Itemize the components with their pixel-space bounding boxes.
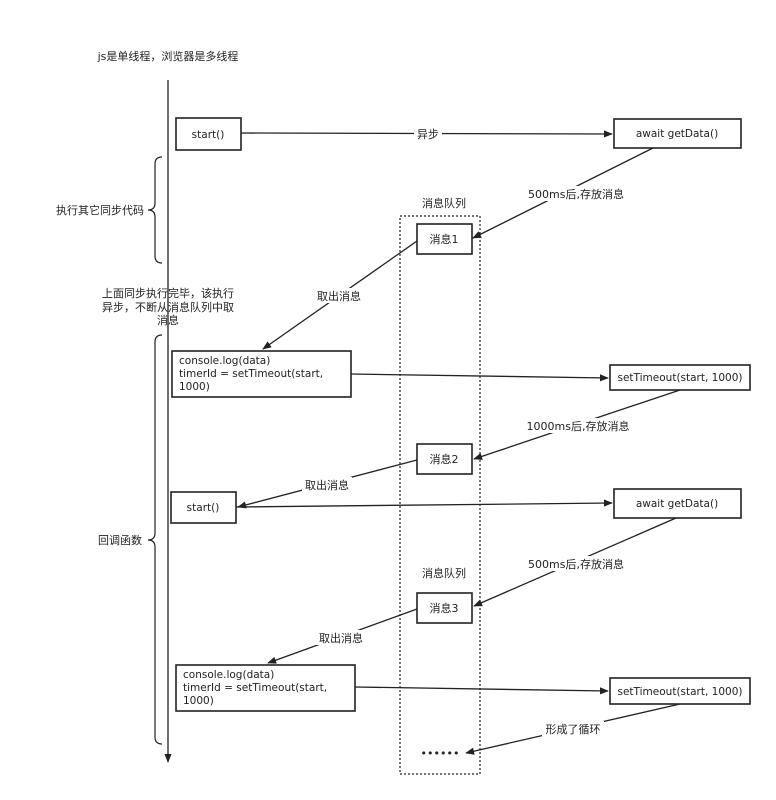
- await-box-1: await getData(): [613, 118, 742, 149]
- call-arrow-1: [350, 373, 609, 382]
- console-box-2-line-3: 1000): [183, 695, 214, 707]
- message-queue: [399, 215, 481, 775]
- call-arrow-2: [235, 499, 613, 508]
- message-3-label: 消息3: [430, 601, 459, 615]
- start-box-2-label: start(): [187, 502, 220, 514]
- sync-brace: [147, 156, 163, 264]
- take-label-3: 取出消息: [319, 631, 363, 645]
- store-label-3: 500ms后,存放消息: [528, 557, 624, 571]
- await-box-1-label: await getData(): [636, 128, 718, 140]
- message-2-label: 消息2: [430, 452, 459, 466]
- console-box-1: console.log(data) timerId = setTimeout(s…: [171, 350, 352, 398]
- message-1-label: 消息1: [430, 232, 459, 246]
- note-line-2: 异步，不断从消息队列中取: [102, 300, 234, 314]
- await-box-2: await getData(): [613, 488, 742, 519]
- store-label-2: 1000ms后,存放消息: [527, 419, 630, 433]
- console-box-1-line-2: timerId = setTimeout(start,: [179, 368, 323, 380]
- console-box-2-line-2: timerId = setTimeout(start,: [183, 682, 327, 694]
- console-box-2: console.log(data) timerId = setTimeout(s…: [175, 664, 356, 712]
- settimeout-box-2: setTimeout(start, 1000): [609, 677, 751, 705]
- start-box-1: start(): [175, 117, 242, 151]
- settimeout-box-2-label: setTimeout(start, 1000): [618, 686, 743, 698]
- message-1: 消息1: [416, 223, 473, 255]
- console-box-1-line-1: console.log(data): [179, 355, 270, 367]
- message-2: 消息2: [416, 443, 473, 475]
- note-line-1: 上面同步执行完毕，该执行: [102, 286, 234, 300]
- queue-ellipsis: ••••••: [421, 747, 460, 760]
- take-label-1: 取出消息: [317, 289, 361, 303]
- callback-brace-label: 回调函数: [98, 534, 142, 547]
- console-box-2-line-1: console.log(data): [183, 669, 274, 681]
- sync-brace-label: 执行其它同步代码: [56, 203, 144, 217]
- queue-title-top: 消息队列: [422, 196, 466, 210]
- take-label-2: 取出消息: [305, 478, 349, 492]
- call-arrow-3: [354, 686, 609, 695]
- diagram-title: js是单线程，浏览器是多线程: [97, 49, 239, 63]
- loop-label: 形成了循环: [546, 723, 601, 736]
- settimeout-box-1: setTimeout(start, 1000): [609, 364, 751, 391]
- message-3: 消息3: [416, 592, 473, 624]
- queue-title-bottom: 消息队列: [422, 566, 466, 580]
- settimeout-box-1-label: setTimeout(start, 1000): [618, 372, 743, 384]
- start-box-2: start(): [170, 491, 237, 524]
- note-line-3: 消息: [157, 313, 179, 327]
- start-box-1-label: start(): [192, 129, 225, 141]
- console-box-1-line-3: 1000): [179, 381, 210, 393]
- callback-brace: [147, 334, 163, 745]
- await-box-2-label: await getData(): [636, 498, 718, 510]
- store-label-1: 500ms后,存放消息: [528, 187, 624, 201]
- async-label: 异步: [417, 128, 439, 141]
